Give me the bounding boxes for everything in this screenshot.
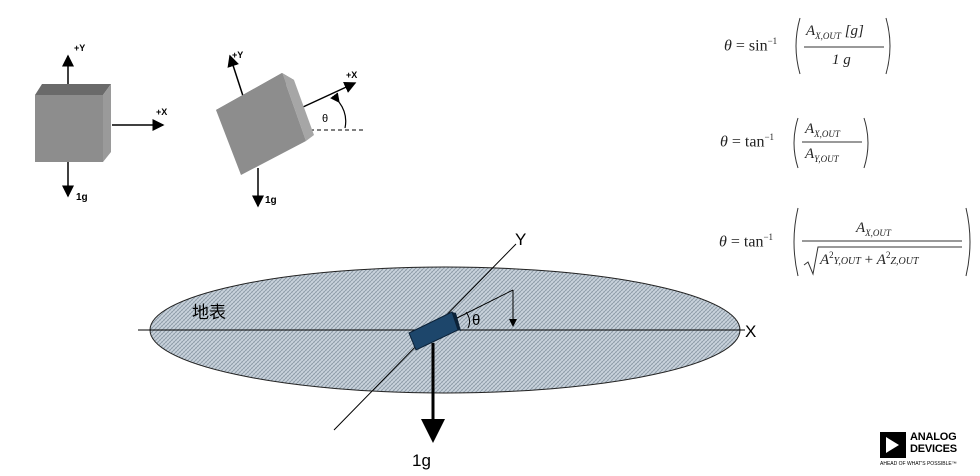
equation-3-radicand: A2Y,OUT + A2Z,OUT — [820, 250, 919, 269]
logo-line-2: DEVICES — [910, 443, 957, 455]
eq2-den-sub: Y,OUT — [814, 154, 839, 164]
cube1-x-label: +X — [156, 107, 167, 117]
eq2-den-a: A — [805, 146, 815, 162]
eq3-rad-b-exp: 2 — [885, 250, 891, 260]
tilted-cube-diagram: +Y +X 1g θ — [216, 50, 366, 208]
equation-1-lhs: θ = sin−1 — [724, 36, 778, 55]
earth-angle-label: θ — [472, 312, 480, 329]
eq1-den: 1 g — [832, 52, 851, 68]
upright-cube-diagram: +Y +X 1g — [35, 43, 167, 203]
eq1-exponent: −1 — [767, 36, 778, 46]
eq1-function: sin — [748, 37, 768, 55]
eq3-rad-a-sub: Y,OUT — [833, 256, 861, 267]
tilted-cube-side-face — [282, 73, 314, 141]
equation-1-denominator: 1 g — [832, 52, 851, 69]
eq3-rad-b-sub: Z,OUT — [890, 256, 919, 267]
eq3-function: tan — [743, 233, 764, 251]
earth-y-axis-label: Y — [515, 230, 526, 249]
eq3-num-a: A — [856, 220, 866, 236]
cube2-angle-label: θ — [322, 113, 328, 125]
logo-line-1: ANALOG — [910, 431, 957, 443]
eq1-num-a: A — [806, 23, 816, 39]
eq3-rad-a-exp: 2 — [829, 250, 834, 260]
eq3-exponent: −1 — [763, 232, 774, 242]
cube2-x-label: +X — [346, 70, 357, 80]
eq2-num-a: A — [805, 121, 815, 137]
analog-devices-logo: ANALOG DEVICES AHEAD OF WHAT'S POSSIBLE™ — [880, 430, 972, 470]
eq3-rad-b: A — [876, 252, 886, 268]
eq1-num-sub: X,OUT — [815, 31, 841, 41]
equation-3-numerator: AX,OUT — [856, 220, 891, 238]
earth-x-axis-label: X — [745, 322, 756, 341]
cube2-y-label: +Y — [232, 50, 243, 60]
tilted-cube-front-face — [216, 73, 306, 175]
equation-1-numerator: AX,OUT [g] — [806, 23, 864, 41]
eq2-function: tan — [744, 133, 765, 151]
cube1-y-label: +Y — [74, 43, 85, 53]
equation-2-denominator: AY,OUT — [805, 146, 839, 164]
cube-side-face — [103, 84, 111, 162]
earth-gravity-label: 1g — [412, 451, 431, 470]
cube2-gravity-label: 1g — [265, 195, 277, 206]
equation-2-numerator: AX,OUT — [805, 121, 840, 139]
logo-tagline: AHEAD OF WHAT'S POSSIBLE™ — [880, 461, 957, 467]
eq3-num-sub: X,OUT — [865, 228, 891, 238]
earth-surface-diagram: 地表 Y X θ 1g — [138, 230, 756, 470]
eq2-theta: θ — [720, 133, 728, 151]
cube-front-face — [35, 95, 103, 162]
equation-3-lhs: θ = tan−1 — [719, 232, 774, 251]
equation-2-lhs: θ = tan−1 — [720, 132, 775, 151]
cube1-gravity-label: 1g — [76, 192, 88, 203]
eq1-num-unit: [g] — [844, 23, 864, 39]
logo-triangle-icon — [880, 432, 906, 458]
cube-top-face — [35, 84, 111, 95]
eq3-rad-a: A — [820, 252, 830, 268]
eq2-exponent: −1 — [764, 132, 775, 142]
eq1-theta: θ — [724, 37, 732, 55]
eq3-plus: + — [864, 252, 874, 268]
eq2-num-sub: X,OUT — [814, 129, 840, 139]
eq3-theta: θ — [719, 233, 727, 251]
earth-surface-label: 地表 — [192, 303, 226, 322]
